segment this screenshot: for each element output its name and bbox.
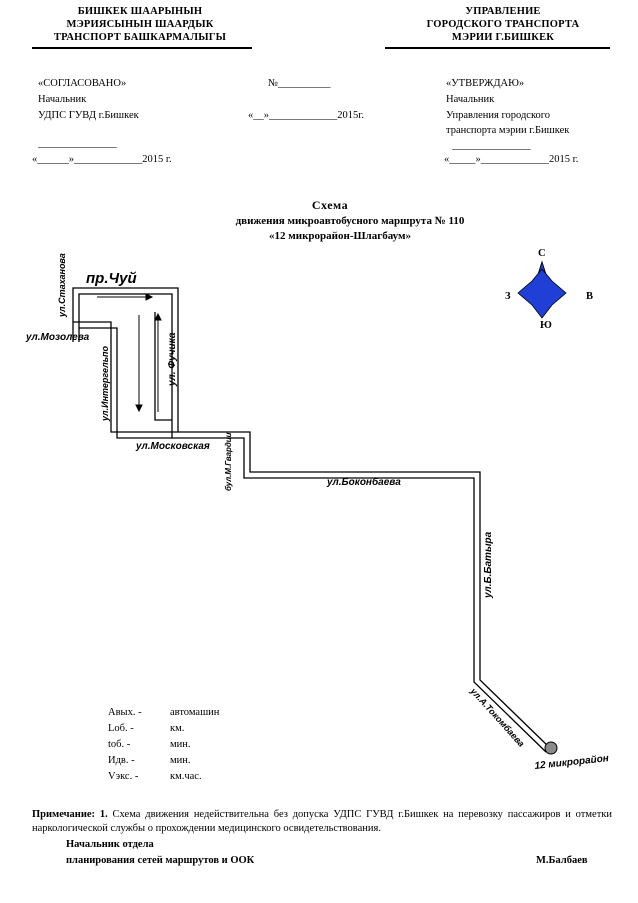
stat-value-interval: мин. [170,755,191,766]
street-fuchika: ул. Фучика [167,332,178,386]
note-block: Примечание: 1. Схема движения недействит… [32,808,612,836]
document-date: «__»_____________2015г. [248,110,364,121]
compass-east-label: В [586,291,594,302]
approval-left-position: Начальник [38,94,87,105]
approval-left-title: «СОГЛАСОВАНО» [38,78,127,89]
approval-left-org: УДПС ГУВД г.Бишкек [38,110,139,121]
approval-left-date: «______»_____________2015 г. [32,154,172,165]
stat-label-speed: Vэкс. - [108,771,139,782]
header-right-underline [385,47,610,49]
header-right-line3: МЭРИИ Г.БИШКЕК [451,32,555,43]
note-text: Схема движения недействительна без допус… [32,809,613,834]
endpoint-12-microrayon-icon [544,741,558,755]
route-west-outer [73,321,120,433]
approval-right-org1: Управления городского [446,110,551,121]
approval-right-date: «_____»_____________2015 г. [444,154,579,165]
street-stakhanova: ул.Стаханова [57,253,67,317]
compass-north-label: С [538,248,546,259]
note-prefix: Примечание: 1. [32,809,108,820]
stat-label-length: Lоб. - [108,723,134,734]
route-west-inner [79,327,120,439]
compass-icon [517,260,567,319]
street-gerrdy: бул.М.Гвардии [224,432,233,491]
stat-value-length: км. [170,723,185,734]
approval-left-sign: _______________ [38,138,117,149]
street-moskovskaya: ул.Московская [136,441,210,452]
stat-value-vehicles: автомашин [170,707,220,718]
header-left-line3: ТРАНСПОРТ БАШКАРМАЛЫГЫ [53,32,227,43]
scheme-title: Схема [311,198,349,212]
header-left-underline [32,47,252,49]
header-left-line2: МЭРИЯСЫНЫН ШААРДЫК [66,19,214,30]
route-outer-line [72,287,550,748]
header-right-line1: УПРАВЛЕНИЕ [465,6,541,17]
stat-label-interval: Идв. - [108,755,135,766]
footer-signer: М.Балбаев [536,855,588,866]
stat-value-time: мин. [170,739,191,750]
document-number: №__________ [268,78,331,89]
footer-position-line2: планирования сетей маршрутов и ООК [66,855,255,866]
street-internatsionalnaya: ул.Интергельпо [100,345,110,421]
scheme-subtitle: движения микроавтобусного маршрута № 110 [235,215,465,227]
route-name: «12 микрорайон-Шлагбаум» [268,230,412,242]
street-chuy: пр.Чуй [86,270,137,287]
stat-label-vehicles: Авых. - [108,707,142,718]
footer-position-line1: Начальник отдела [66,839,154,850]
approval-right-title: «УТВЕРЖДАЮ» [446,78,525,89]
header-right-line2: ГОРОДСКОГО ТРАНСПОРТА [426,19,580,30]
header-left-line1: БИШКЕК ШААРЫНЫН [77,6,203,17]
approval-right-org2: транспорта мэрии г.Бишкек [446,125,570,136]
route-inner-line [78,293,547,753]
approval-right-position: Начальник [446,94,495,105]
stat-value-speed: км.час. [170,771,202,782]
approval-right-sign: _______________ [452,140,531,151]
route-fuchika-inner [154,312,172,421]
street-bokonbaeva: ул.Боконбаева [327,477,401,488]
stat-label-time: tоб. - [108,739,131,750]
street-batyra: ул.Б.Батыра [483,531,494,598]
compass-south-label: Ю [540,320,552,331]
street-mozoleva: ул.Мозолева [26,332,90,343]
compass-west-label: З [505,291,511,302]
